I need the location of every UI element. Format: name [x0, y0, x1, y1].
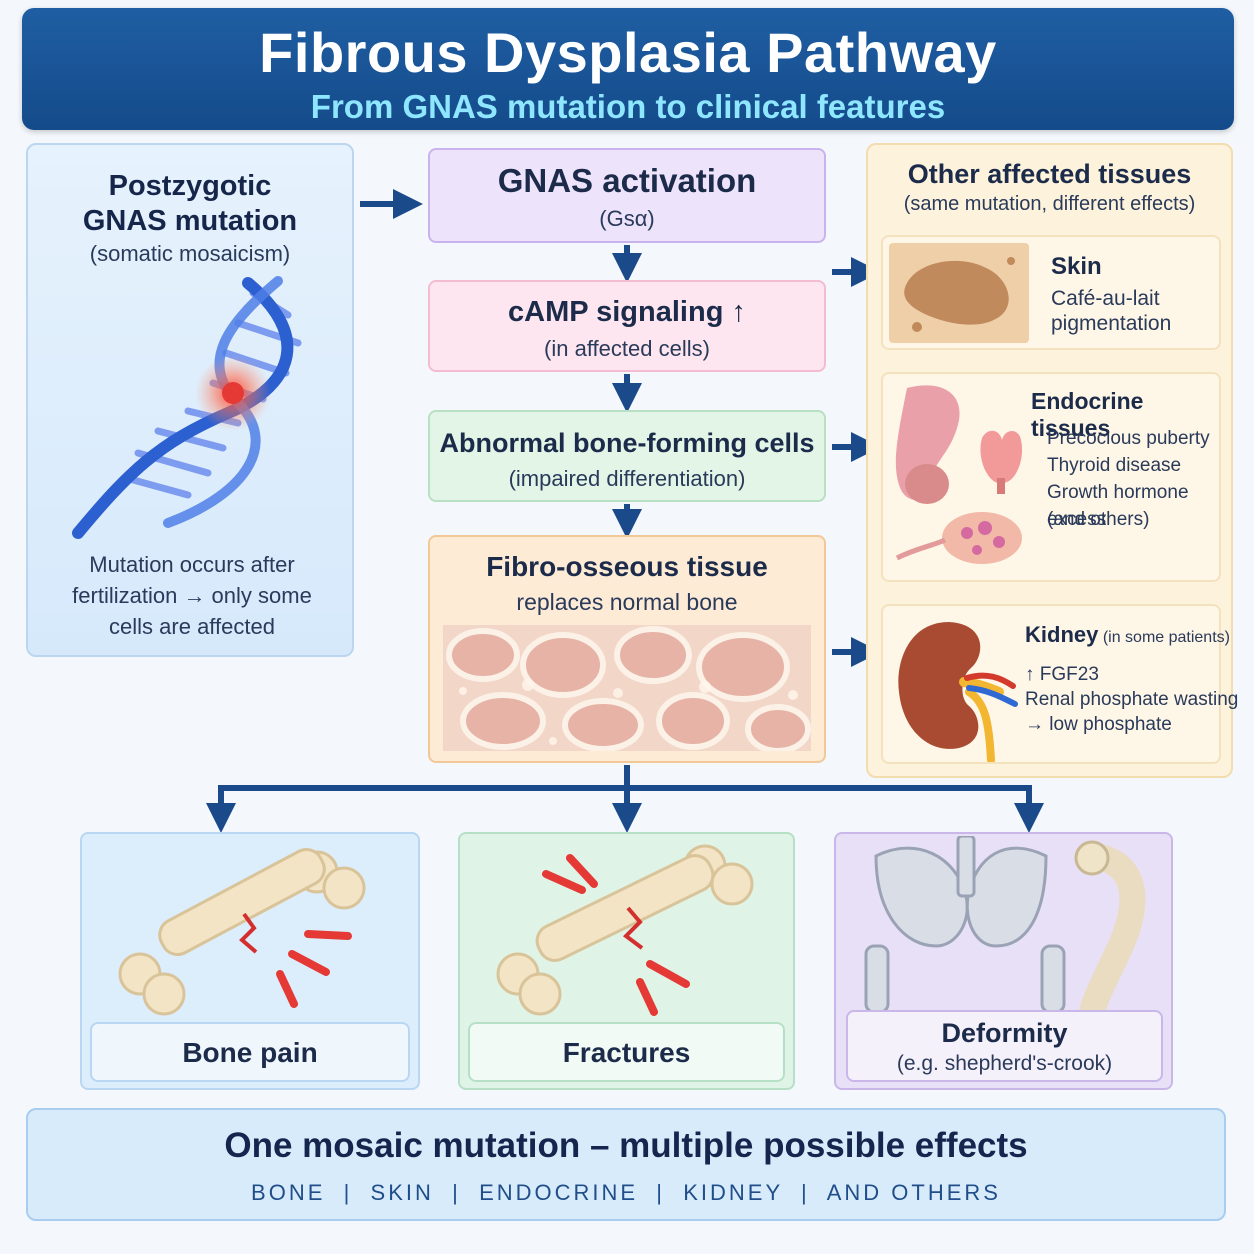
fractures-label: Fractures	[562, 1037, 691, 1068]
step-tissue-sub: replaces normal bone	[516, 589, 738, 615]
kidney-icon	[898, 622, 1018, 762]
step-abnormal-cells: Abnormal bone-forming cells (impaired di…	[428, 410, 826, 502]
tissue-card-kidney: Kidney (in some patients) ↑ FGF23 Renal …	[881, 604, 1238, 764]
tissue-card-endocrine: Endocrine tissues Precocious puberty Thy…	[881, 372, 1221, 582]
other-tissues-title: Other affected tissues	[907, 159, 1192, 189]
deformity-label-box: Deformity (e.g. shepherd's-crook)	[846, 1010, 1163, 1082]
skin-line2: pigmentation	[1051, 312, 1172, 335]
page-subtitle: From GNAS mutation to clinical features	[310, 88, 946, 125]
endocrine-title: Endocrine tissues	[1031, 388, 1144, 441]
step-gnas-activation: GNAS activation (Gsα)	[428, 148, 826, 243]
tissue-card-skin: Skin Café-au-lait pigmentation	[881, 235, 1221, 350]
kidney-line1: ↑ FGF23	[1025, 664, 1099, 685]
fracture-icon	[496, 844, 754, 1016]
deformity-sub: (e.g. shepherd's-crook)	[896, 1052, 1113, 1075]
kidney-line3: → low phosphate	[1025, 714, 1172, 735]
step-camp-sub: (in affected cells)	[544, 336, 710, 361]
mutation-title-line1: Postzygotic	[108, 170, 272, 202]
step-gnas-sub: (Gsα)	[599, 206, 655, 231]
deformity-label: Deformity	[941, 1018, 1068, 1048]
fractures-label-box: Fractures	[468, 1022, 785, 1082]
mutation-site-marker	[222, 382, 244, 404]
mutation-note-line3: cells are affected	[109, 614, 275, 639]
step-tissue-title: Fibro-osseous tissue	[486, 551, 768, 582]
endocrine-line1: Precocious puberty	[1047, 428, 1210, 449]
bone-pain-label-box: Bone pain	[90, 1022, 410, 1082]
summary-footer: One mosaic mutation – multiple possible …	[26, 1108, 1226, 1221]
step-cells-title: Abnormal bone-forming cells	[439, 428, 815, 458]
skin-line1: Café-au-lait	[1051, 287, 1160, 310]
kidney-qualifier: (in some patients)	[1102, 629, 1230, 646]
kidney-title: Kidney	[1025, 622, 1099, 647]
bone-pain-icon	[118, 847, 366, 1016]
page-title: Fibrous Dysplasia Pathway	[259, 21, 997, 84]
step-gnas-title: GNAS activation	[497, 162, 757, 199]
endocrine-organs-icon	[895, 385, 1023, 564]
outcome-bone-pain: Bone pain	[80, 832, 420, 1090]
other-tissues-subtitle: (same mutation, different effects)	[903, 193, 1196, 215]
mutation-panel: Postzygotic GNAS mutation (somatic mosai…	[26, 143, 354, 657]
step-camp-signaling: cAMP signaling ↑ (in affected cells)	[428, 280, 826, 372]
step-cells-sub: (impaired differentiation)	[508, 466, 746, 491]
endocrine-line4: (and others)	[1047, 509, 1150, 530]
step-camp-title: cAMP signaling ↑	[508, 296, 746, 328]
skin-title: Skin	[1051, 253, 1102, 280]
cafe-au-lait-skin-icon	[889, 243, 1029, 343]
mutation-subtitle: (somatic mosaicism)	[89, 241, 291, 266]
mutation-title: Postzygotic GNAS mutation	[28, 169, 352, 239]
mutation-title-line2: GNAS mutation	[82, 205, 298, 237]
pelvis-femur-icon	[864, 836, 1146, 1012]
mutation-note: Mutation occurs after fertilization → on…	[48, 549, 336, 642]
outcome-deformity: Deformity (e.g. shepherd's-crook)	[834, 832, 1173, 1090]
dna-helix-illustration	[72, 276, 302, 539]
mutation-note-line1: Mutation occurs after	[89, 552, 295, 577]
endocrine-line2: Thyroid disease	[1047, 455, 1182, 476]
summary-title: One mosaic mutation – multiple possible …	[224, 1126, 1028, 1165]
header-banner: Fibrous Dysplasia Pathway From GNAS muta…	[22, 8, 1234, 130]
step-fibro-osseous: Fibro-osseous tissue replaces normal bon…	[428, 535, 826, 763]
endocrine-line3: Growth hormone excess	[1047, 482, 1189, 530]
fibro-osseous-texture	[443, 625, 811, 751]
kidney-line2: Renal phosphate wasting	[1025, 689, 1239, 710]
kidney-heading: Kidney (in some patients)	[1025, 622, 1230, 651]
outcome-fractures: Fractures	[458, 832, 795, 1090]
mutation-note-line2: fertilization → only some	[72, 583, 312, 608]
summary-tags: BONE | SKIN | ENDOCRINE | KIDNEY | AND O…	[251, 1180, 1001, 1205]
bone-pain-label: Bone pain	[182, 1037, 318, 1068]
